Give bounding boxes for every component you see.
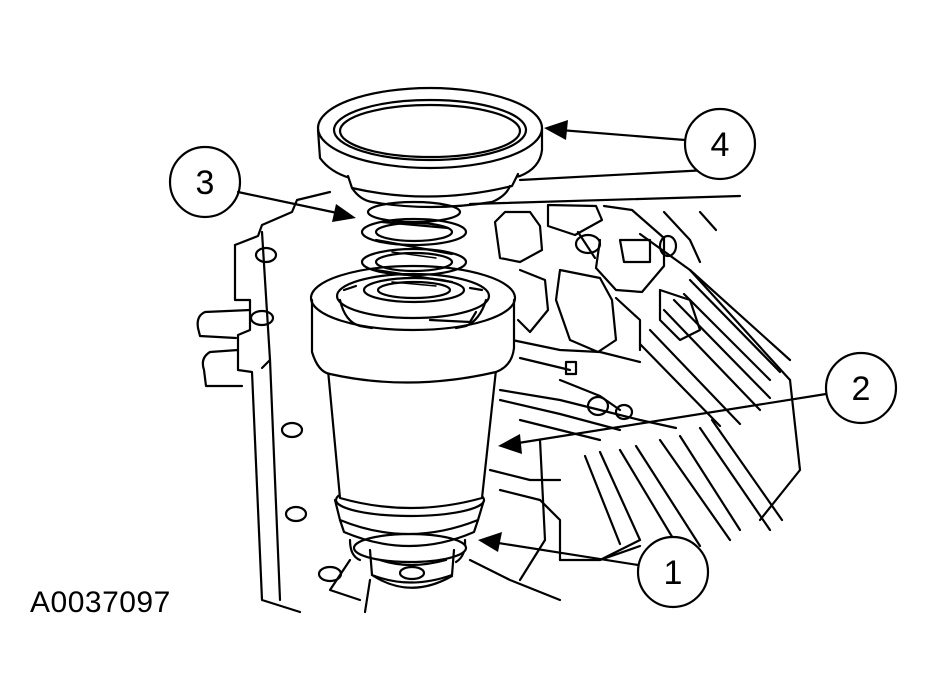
callout-label-1: 1: [664, 554, 683, 592]
callout-label-3: 3: [196, 164, 215, 202]
part-2-sleeve: [309, 264, 517, 548]
part-3-spring: [360, 200, 468, 304]
figure-id-label: A0037097: [30, 586, 171, 619]
callout-3: 3: [168, 145, 356, 222]
callout-2: 2: [498, 351, 898, 454]
valve-body-housing: [196, 166, 802, 614]
callout-4: 4: [544, 107, 757, 181]
part-4-retainer: [316, 86, 544, 209]
part-1-plug: [348, 532, 468, 589]
callout-1: 1: [478, 532, 710, 609]
callout-label-2: 2: [852, 370, 871, 408]
callout-label-4: 4: [711, 126, 730, 164]
